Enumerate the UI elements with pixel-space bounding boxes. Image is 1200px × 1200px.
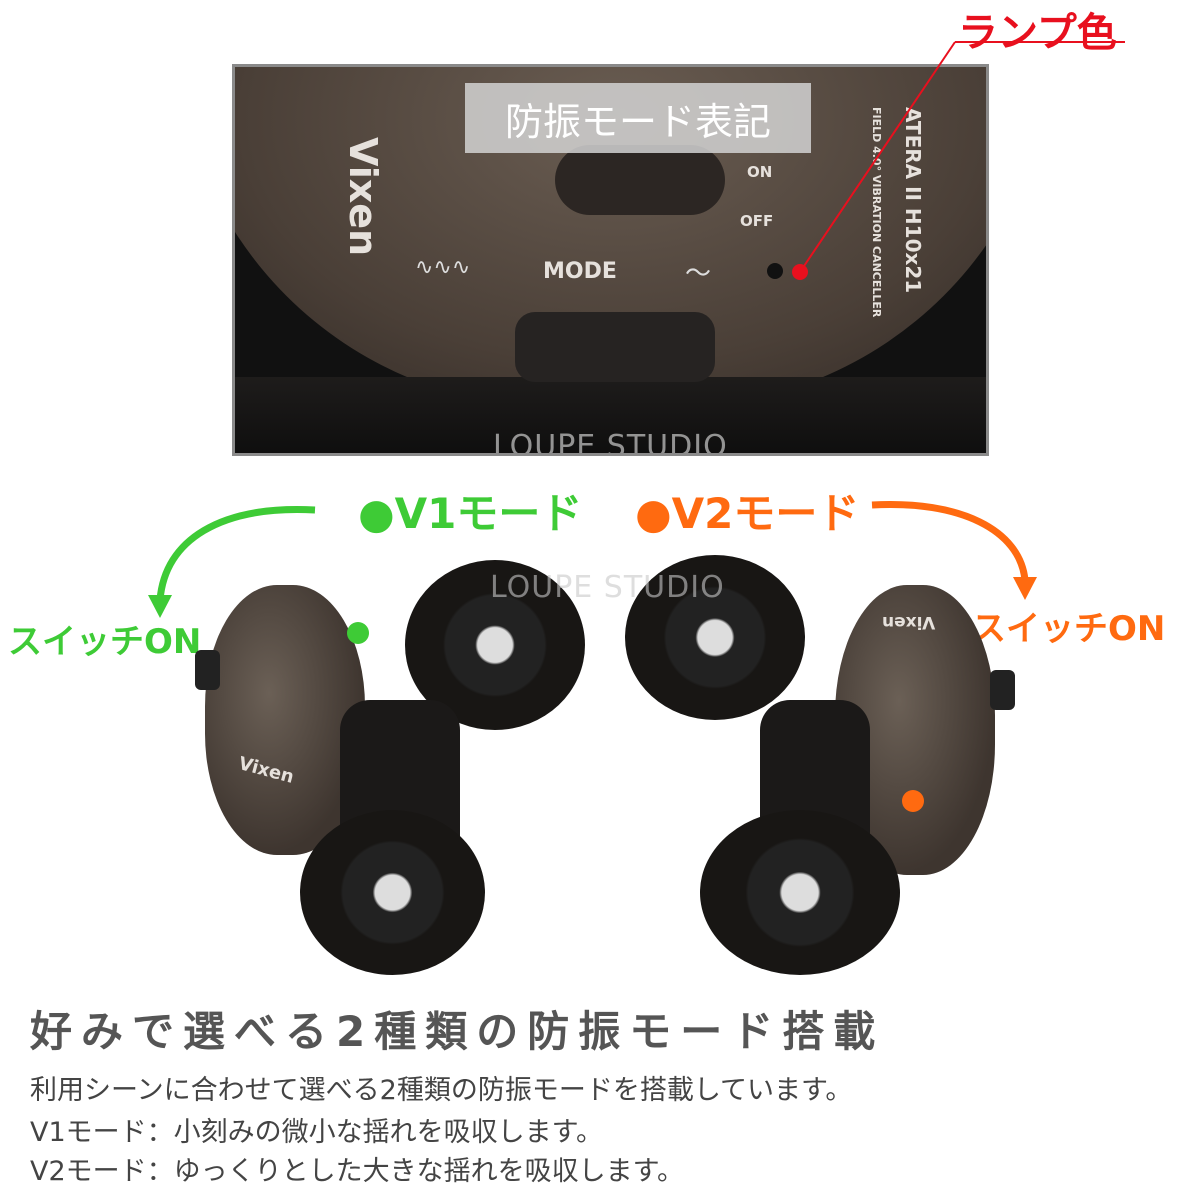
watermark: LOUPE STUDIO	[493, 429, 728, 456]
description-line: 利用シーンに合わせて選べる2種類の防振モードを搭載しています。	[30, 1075, 853, 1106]
v2-arrowhead	[1013, 577, 1037, 600]
v1-lamp-green	[347, 622, 369, 644]
v2-arrow	[871, 500, 1029, 581]
v1-binocular-body	[205, 585, 365, 855]
v1-arrow	[156, 506, 316, 601]
brand-logo: Vixen	[882, 612, 936, 632]
lamp-color-label: ランプ色	[958, 10, 1117, 56]
lamp-pointer-line	[799, 41, 956, 273]
mode-marking: MODE	[543, 259, 617, 284]
top-product-photo: Vixen ON OFF ∿∿∿ MODE ～ ATERA II H10x21 …	[232, 64, 989, 456]
v2-wave-icon: ～	[685, 259, 712, 289]
v1-description: V1モード：小刻みの微小な揺れを吸収します。	[30, 1117, 603, 1148]
v2-mode-label: ●V2モード	[635, 489, 860, 538]
off-marking: OFF	[740, 212, 774, 230]
lamp-red-dot	[792, 264, 808, 280]
focus-knob	[195, 650, 220, 690]
vibration-switch	[555, 145, 725, 215]
v1-switch-on-label: スイッチON	[8, 622, 202, 662]
focus-knob	[990, 670, 1015, 710]
v1-arrowhead	[148, 595, 172, 618]
binocular-bridge	[515, 312, 715, 382]
v2-description: V2モード：ゆっくりとした大きな揺れを吸収します。	[30, 1156, 684, 1187]
watermark: LOUPE STUDIO	[490, 570, 725, 605]
on-marking: ON	[747, 163, 773, 181]
feature-heading: 好みで選べる2種類の防振モード搭載	[30, 1007, 885, 1056]
binocular-rim	[235, 377, 986, 453]
eyecup-lower	[300, 810, 485, 975]
v2-switch-on-label: スイッチON	[972, 609, 1166, 649]
eyecup-lower	[700, 810, 900, 975]
v1-mode-label: ●V1モード	[358, 489, 583, 538]
eyecup-upper	[625, 555, 805, 720]
mode-notation-label: 防振モード表記	[465, 83, 811, 153]
v1-wave-icon: ∿∿∿	[415, 255, 471, 280]
lamp-indicator	[767, 263, 783, 279]
v2-lamp-orange	[902, 790, 924, 812]
